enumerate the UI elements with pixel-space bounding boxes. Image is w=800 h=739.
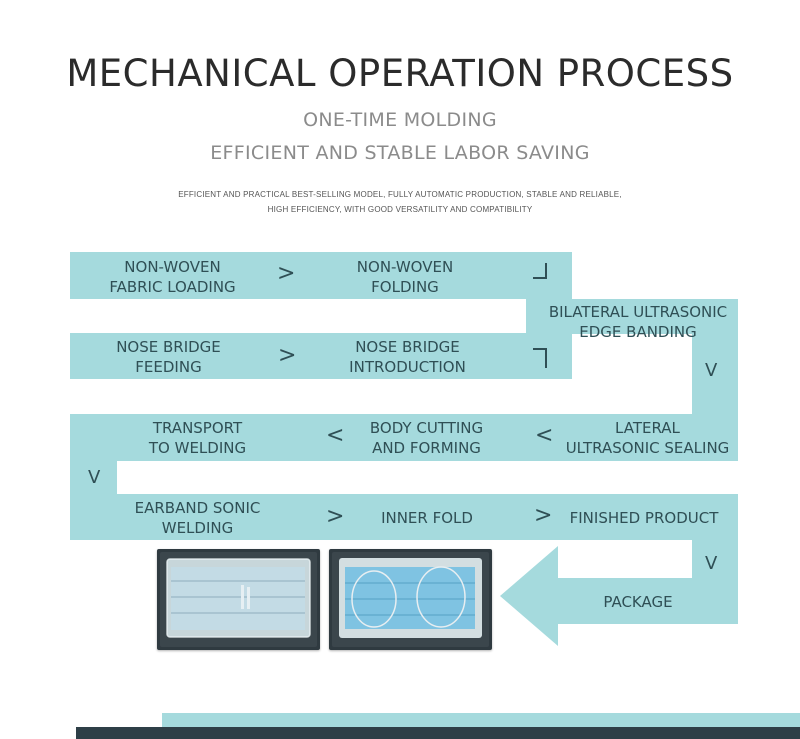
step-finished-product: FINISHED PRODUCT <box>569 509 719 527</box>
step-bilateral-ultrasonic-edge-banding: BILATERAL ULTRASONIC EDGE BANDING <box>548 303 728 341</box>
arrow-right: > <box>278 343 297 368</box>
arrow-down: V <box>705 553 718 574</box>
flow-band-connector-4 <box>692 540 738 578</box>
flow-band-row-3 <box>70 414 738 461</box>
step-inner-fold: INNER FOLD <box>381 509 473 527</box>
page-title: MECHANICAL OPERATION PROCESS <box>66 52 734 95</box>
step-transport-to-welding: TRANSPORT TO WELDING <box>148 419 247 457</box>
description-line-1: EFFICIENT AND PRACTICAL BEST-SELLING MOD… <box>178 190 622 199</box>
flow-band-connector-2 <box>692 334 738 415</box>
step-body-cutting-and-forming: BODY CUTTING AND FORMING <box>369 419 484 457</box>
arrow-left: < <box>535 423 554 448</box>
subtitle-efficient-stable: EFFICIENT AND STABLE LABOR SAVING <box>210 142 590 164</box>
arrow-right: > <box>326 504 345 529</box>
description-line-2: HIGH EFFICIENCY, WITH GOOD VERSATILITY A… <box>267 205 533 214</box>
arrow-left: < <box>326 423 345 448</box>
step-nose-bridge-feeding: NOSE BRIDGE FEEDING <box>116 338 221 376</box>
step-non-woven-fabric-loading: NON-WOVEN FABRIC LOADING <box>109 257 236 296</box>
photo-folded-masks-packaged <box>157 549 320 650</box>
subtitle-one-time-molding: ONE-TIME MOLDING <box>303 109 497 131</box>
flow-band-connector-3 <box>70 461 117 496</box>
arrow-right: > <box>534 503 553 528</box>
arrow-down: V <box>88 467 101 488</box>
flow-band-row-1 <box>70 252 572 299</box>
arrow-right: > <box>277 261 296 286</box>
corner-down-left-icon <box>533 263 547 279</box>
step-lateral-ultrasonic-sealing: LATERAL ULTRASONIC SEALING <box>565 419 730 457</box>
footer-dark-bar <box>76 727 800 739</box>
step-package: PACKAGE <box>603 593 673 611</box>
footer-accent-bar <box>162 713 800 727</box>
package-arrow-head <box>500 546 558 646</box>
step-non-woven-folding: NON-WOVEN FOLDING <box>356 257 454 296</box>
flow-band-connector-1 <box>526 299 738 334</box>
photo-blue-mask-packaged <box>329 549 492 650</box>
flow-band-row-2 <box>70 333 572 379</box>
step-earband-sonic-welding: EARBAND SONIC WELDING <box>134 499 261 537</box>
step-nose-bridge-introduction: NOSE BRIDGE INTRODUCTION <box>349 338 466 376</box>
flow-band-package <box>556 578 738 624</box>
corner-up-right-icon <box>533 348 547 368</box>
arrow-down: V <box>705 360 718 381</box>
flow-band-row-4 <box>70 494 738 540</box>
